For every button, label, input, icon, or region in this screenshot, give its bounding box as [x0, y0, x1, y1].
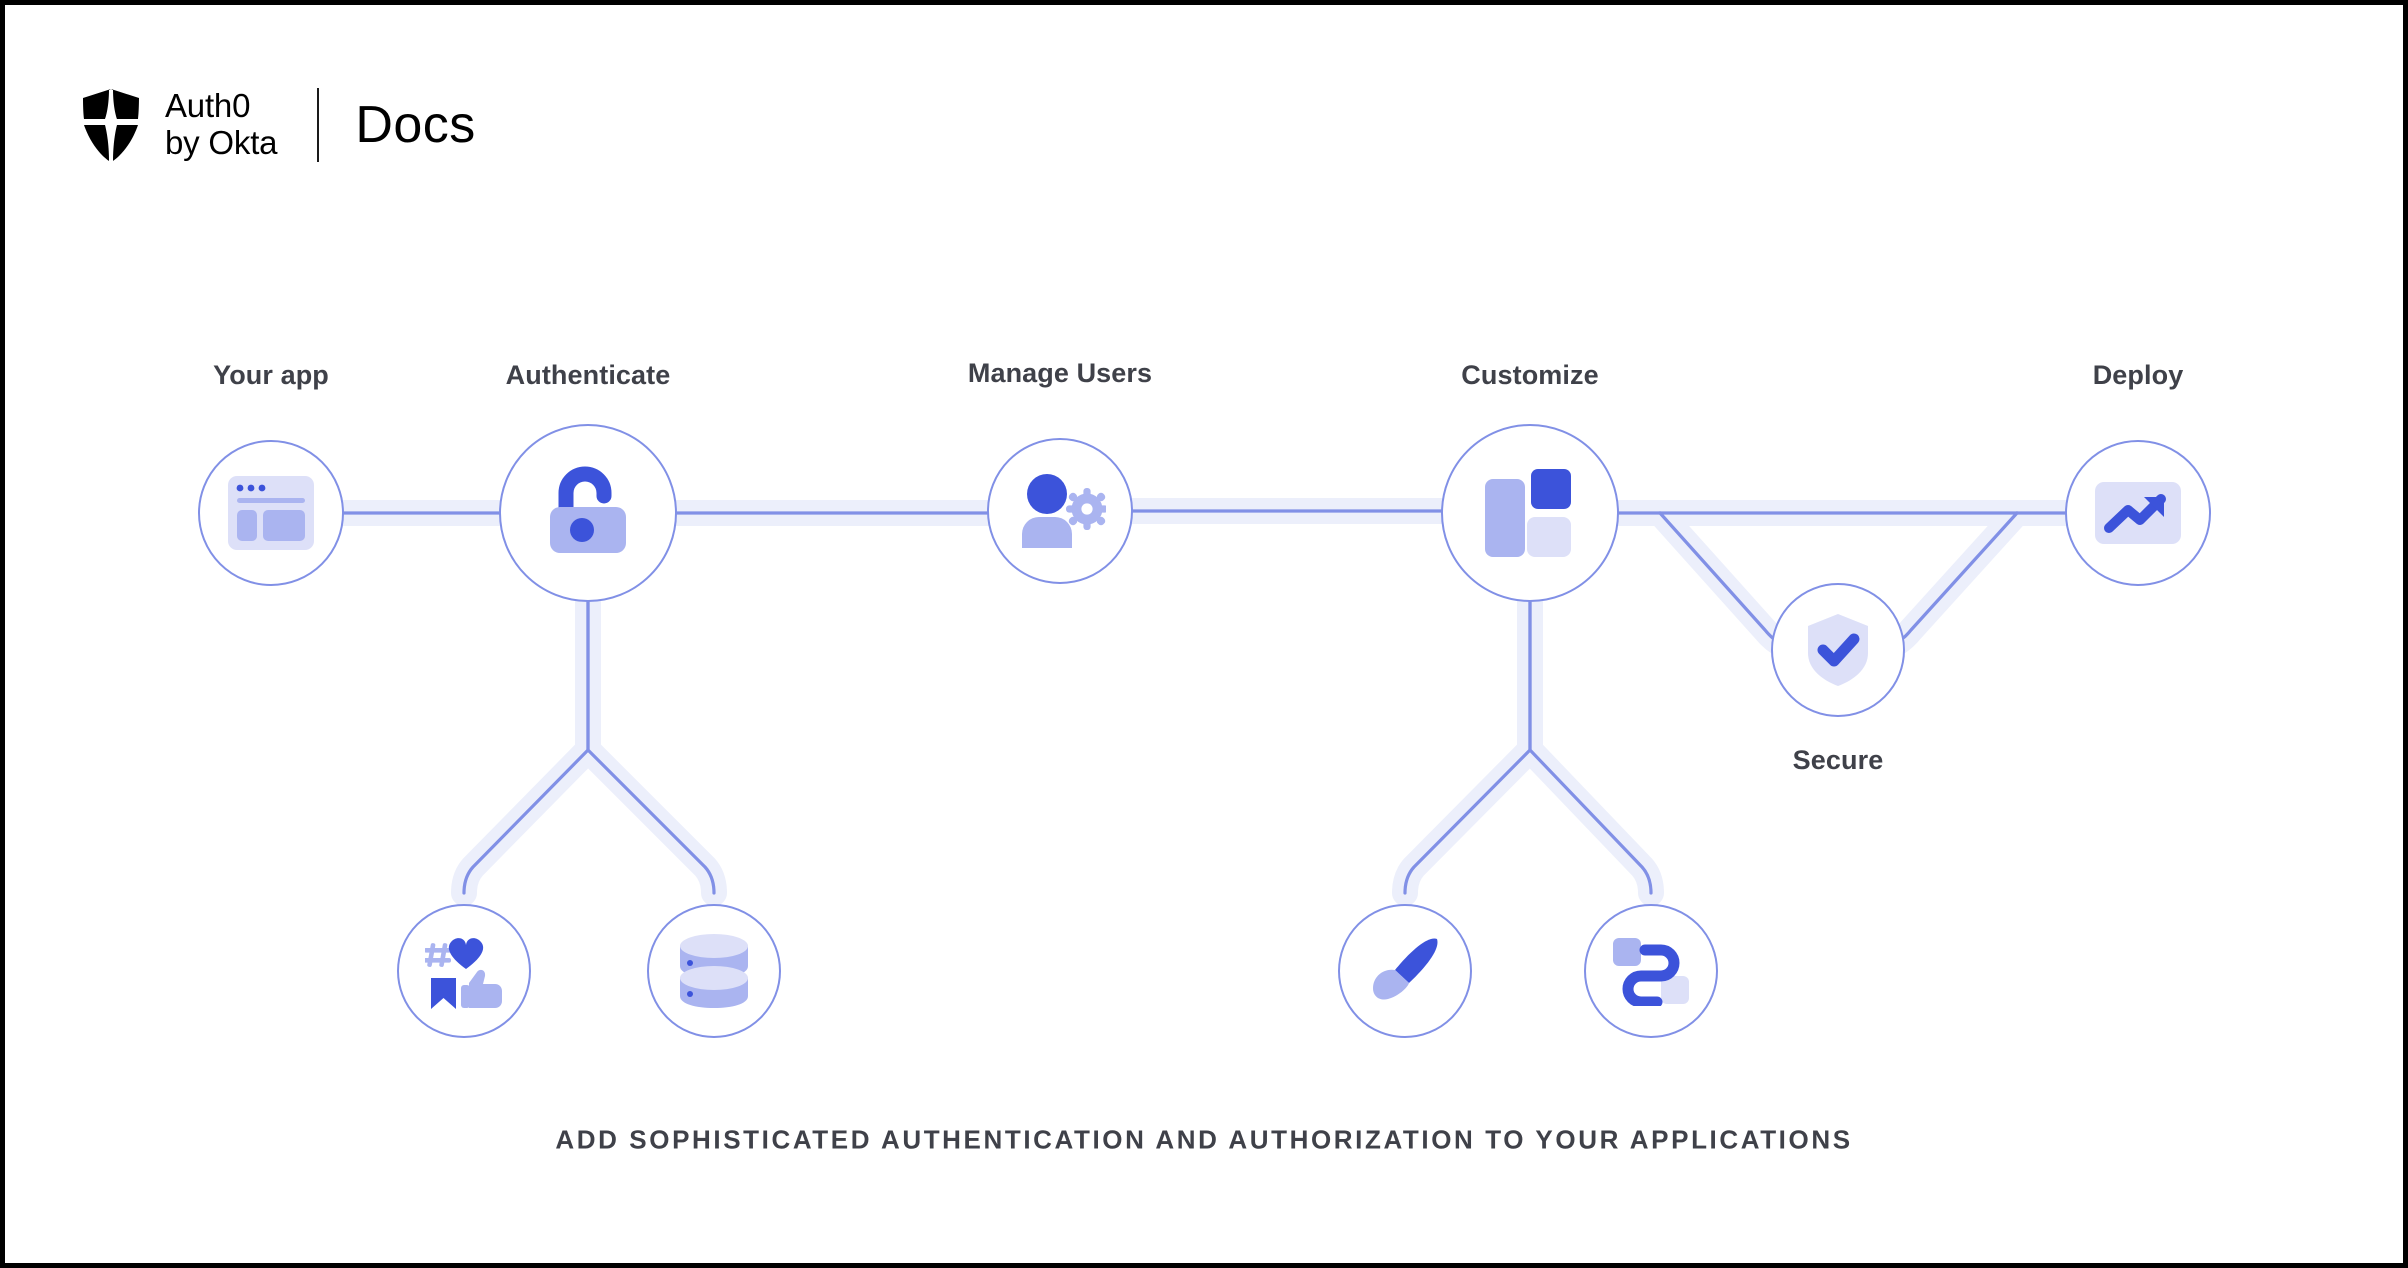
brand-name-line2: by Okta	[165, 124, 278, 161]
node-social[interactable]	[397, 904, 531, 1038]
node-secure[interactable]	[1771, 583, 1905, 717]
node-label-authenticate: Authenticate	[505, 360, 671, 390]
node-label-secure: Secure	[1792, 745, 1884, 775]
paintbrush-icon	[1373, 938, 1438, 1000]
shield-check-icon	[1808, 614, 1868, 686]
user-gear-icon	[1022, 474, 1106, 548]
node-label-your-app: Your app	[213, 360, 329, 390]
brand-name-line1: Auth0	[165, 87, 251, 125]
node-label-deploy: Deploy	[2092, 360, 2184, 390]
node-customize[interactable]	[1441, 424, 1619, 602]
brand-header[interactable]: Auth0 by Okta Docs	[79, 87, 476, 163]
node-manage-users[interactable]	[987, 438, 1133, 584]
flow-diagram: Your app Authenticate Manage Users Custo…	[5, 5, 2403, 1263]
brand-divider	[317, 88, 320, 162]
social-reactions-icon	[425, 938, 502, 1009]
node-label-manage-users: Manage Users	[967, 358, 1153, 388]
open-lock-icon	[550, 466, 626, 553]
brand-wordmark: Auth0 by Okta	[165, 87, 278, 162]
browser-window-icon	[228, 476, 314, 550]
diagram-caption: Add sophisticated authentication and aut…	[555, 1124, 1853, 1155]
node-branding[interactable]	[1338, 904, 1472, 1038]
product-title: Docs	[355, 96, 476, 154]
layout-blocks-icon	[1485, 469, 1571, 557]
node-authenticate[interactable]	[499, 424, 677, 602]
node-label-customize: Customize	[1461, 360, 1599, 390]
trending-up-icon	[2095, 482, 2181, 544]
auth0-shield-icon	[83, 89, 139, 161]
node-database[interactable]	[647, 904, 781, 1038]
flow-connector-icon	[1613, 938, 1689, 1006]
database-icon	[680, 934, 748, 1008]
node-extensibility[interactable]	[1584, 904, 1718, 1038]
node-deploy[interactable]	[2065, 440, 2211, 586]
node-your-app[interactable]	[198, 440, 344, 586]
connector-lines	[331, 498, 2078, 906]
